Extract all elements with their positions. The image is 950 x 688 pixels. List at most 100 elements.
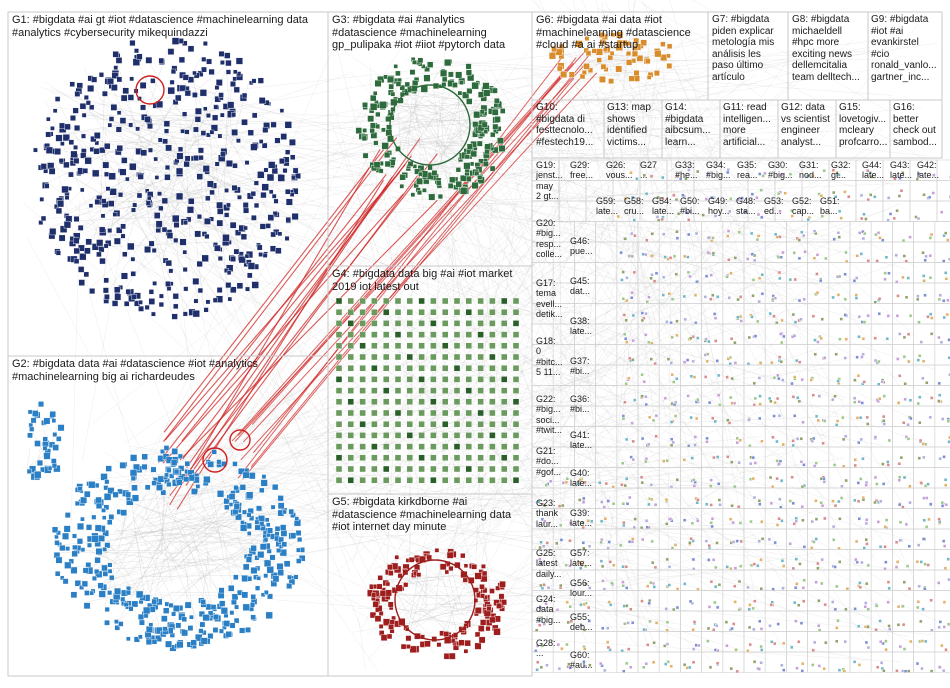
node-minor bbox=[773, 400, 777, 405]
node-minor bbox=[685, 211, 689, 215]
edge bbox=[385, 62, 639, 322]
node-g1 bbox=[258, 139, 264, 144]
node-g2 bbox=[242, 471, 250, 479]
node-g1 bbox=[155, 227, 161, 233]
node-minor bbox=[884, 647, 888, 652]
node-g1 bbox=[182, 249, 188, 255]
node-minor bbox=[881, 482, 886, 486]
node-g1 bbox=[194, 116, 201, 123]
node-minor bbox=[707, 543, 711, 548]
edge-highlight bbox=[158, 174, 387, 463]
node-minor bbox=[902, 335, 907, 340]
node-minor bbox=[602, 505, 607, 509]
edge bbox=[617, 9, 652, 443]
node-g2 bbox=[133, 636, 140, 643]
node-minor bbox=[874, 628, 878, 632]
node-g4 bbox=[406, 342, 413, 349]
node-minor bbox=[928, 253, 932, 258]
node-minor bbox=[886, 460, 890, 464]
node-g3 bbox=[387, 75, 395, 83]
node-g1 bbox=[68, 171, 74, 178]
node-g4 bbox=[453, 365, 461, 372]
node-minor bbox=[759, 587, 763, 591]
node-g1 bbox=[144, 116, 151, 123]
node-minor bbox=[763, 171, 767, 176]
node-g4 bbox=[371, 454, 378, 461]
node-g5 bbox=[418, 555, 426, 563]
node-g2 bbox=[102, 529, 109, 537]
node-minor bbox=[686, 270, 691, 275]
node-minor bbox=[661, 175, 665, 180]
node-minor bbox=[581, 541, 586, 545]
node-minor bbox=[943, 478, 948, 482]
node-g4 bbox=[442, 477, 449, 484]
node-g2 bbox=[51, 526, 59, 533]
node-g1 bbox=[107, 200, 115, 207]
edge bbox=[352, 143, 487, 563]
node-minor bbox=[782, 641, 786, 645]
node-minor bbox=[779, 340, 784, 345]
edge bbox=[402, 501, 814, 550]
node-minor bbox=[802, 545, 807, 549]
node-minor bbox=[675, 230, 679, 234]
node-minor bbox=[812, 229, 817, 233]
node-minor bbox=[665, 557, 669, 562]
node-g1 bbox=[182, 74, 189, 81]
node-g1 bbox=[145, 56, 153, 64]
node-g4 bbox=[442, 432, 449, 439]
node-g4 bbox=[347, 320, 354, 327]
node-g4 bbox=[359, 376, 366, 383]
edge bbox=[395, 402, 490, 521]
node-g2 bbox=[102, 546, 108, 552]
node-minor bbox=[776, 373, 780, 378]
edge-highlight bbox=[253, 57, 577, 454]
edge bbox=[367, 118, 590, 365]
node-g2 bbox=[56, 436, 62, 442]
node-minor bbox=[788, 277, 793, 282]
node-minor bbox=[790, 475, 794, 479]
node-g4 bbox=[465, 376, 472, 383]
node-minor bbox=[599, 559, 604, 563]
node-g1 bbox=[245, 286, 250, 292]
node-minor bbox=[751, 455, 755, 460]
node-minor bbox=[538, 557, 542, 561]
node-minor bbox=[926, 482, 930, 486]
edge bbox=[136, 129, 248, 210]
node-minor bbox=[640, 599, 644, 603]
node-minor bbox=[811, 648, 815, 652]
node-g2 bbox=[229, 610, 235, 616]
node-g2 bbox=[130, 454, 138, 462]
node-g4 bbox=[394, 421, 402, 428]
node-minor bbox=[565, 600, 569, 604]
node-g1 bbox=[201, 254, 209, 262]
node-g1 bbox=[180, 128, 185, 134]
node-minor bbox=[600, 564, 605, 569]
node-minor bbox=[879, 661, 884, 665]
node-g3 bbox=[483, 89, 491, 97]
node-minor bbox=[751, 278, 756, 282]
node-minor bbox=[901, 275, 905, 280]
node-minor bbox=[688, 665, 692, 670]
node-minor bbox=[781, 586, 785, 590]
node-minor bbox=[811, 314, 816, 318]
group-label-g19: G19: jenst... may 2 gt... bbox=[536, 160, 563, 202]
node-g1 bbox=[62, 133, 70, 142]
edge bbox=[136, 153, 166, 194]
edge bbox=[437, 111, 659, 655]
node-minor bbox=[682, 457, 687, 462]
node-g4 bbox=[394, 309, 402, 316]
node-minor bbox=[606, 546, 610, 551]
node-g4 bbox=[501, 421, 508, 428]
node-g1 bbox=[193, 298, 199, 304]
node-g1 bbox=[88, 104, 95, 110]
edge bbox=[408, 90, 484, 130]
node-minor bbox=[603, 517, 608, 521]
node-g1 bbox=[60, 141, 65, 146]
node-g1 bbox=[132, 58, 141, 66]
node-g2 bbox=[68, 558, 74, 564]
node-g4 bbox=[512, 320, 520, 327]
node-minor bbox=[948, 195, 950, 199]
node-minor bbox=[895, 314, 900, 318]
edge bbox=[47, 162, 104, 196]
node-minor bbox=[537, 619, 542, 623]
